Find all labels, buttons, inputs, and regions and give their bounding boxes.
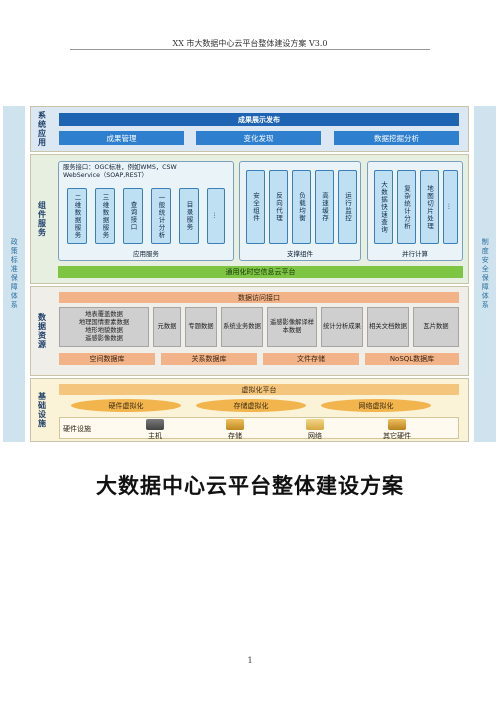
data-box: 遥感影像解译样本数据 xyxy=(267,307,317,347)
cloud-platform-bar: 通用化时空信息云平台 xyxy=(58,266,463,278)
hw-storage: 存储 xyxy=(226,419,244,441)
data-box: 瓦片数据 xyxy=(413,307,459,347)
virtualization-ellipse: 存储虚拟化 xyxy=(196,399,306,412)
hw-other: 其它硬件 xyxy=(383,419,411,441)
layer-label-infra: 基础设施 xyxy=(37,392,47,428)
hardware-label: 硬件设施 xyxy=(63,425,91,433)
data-access-bar: 数据访问接口 xyxy=(59,292,459,303)
app-service-box: 一般统计分析 xyxy=(151,188,171,244)
support-component-box: 负载均衡 xyxy=(292,170,311,244)
running-header: XX 市大数据中心云平台整体建设方案 V3.0 xyxy=(172,39,328,48)
storage-box: NoSQL数据库 xyxy=(365,353,459,365)
app-service-box: … xyxy=(207,188,225,244)
page-number: 1 xyxy=(247,656,253,665)
application-service-group: 服务接口：OGC标准，例如WMS，CSW WebService（SOAP,RES… xyxy=(58,161,234,261)
storage-box: 关系数据库 xyxy=(161,353,257,365)
support-component-box: 高速缓存 xyxy=(315,170,334,244)
right-side-panel: 制度安全保障体系 xyxy=(474,106,496,442)
app-service-box: 三维数据服务 xyxy=(95,188,115,244)
data-box: 系统业务数据 xyxy=(221,307,263,347)
parallel-computing-box: … xyxy=(443,170,458,244)
hardware-icon xyxy=(388,419,406,430)
parallel-computing-footer: 并行计算 xyxy=(402,250,428,258)
left-side-label: 政策标准保障体系 xyxy=(10,238,19,310)
layer-label-data: 数据资源 xyxy=(37,313,47,349)
app-service-footer: 应用服务 xyxy=(133,250,159,258)
right-side-label: 制度安全保障体系 xyxy=(481,238,490,310)
parallel-computing-box: 地图切片处理 xyxy=(420,170,439,244)
hw-network: 网络 xyxy=(306,419,324,441)
data-mining-box: 数据挖掘分析 xyxy=(334,131,459,145)
support-component-box: 安全组件 xyxy=(246,170,265,244)
data-box: 统计分析成果 xyxy=(321,307,363,347)
server-icon xyxy=(146,419,164,430)
app-service-box: 查询接口 xyxy=(123,188,143,244)
parallel-computing-group: 大数据快速查询 复杂统计分析 地图切片处理 … 并行计算 xyxy=(367,161,463,261)
infrastructure-layer: 基础设施 虚拟化平台 硬件虚拟化 存储虚拟化 网络虚拟化 硬件设施 主机 存储 … xyxy=(30,378,469,442)
storage-icon xyxy=(226,419,244,430)
storage-box: 文件存储 xyxy=(263,353,359,365)
data-box: 相关文档数据 xyxy=(367,307,409,347)
support-component-footer: 支撑组件 xyxy=(287,250,313,258)
layer-label-system: 系统应用 xyxy=(37,111,47,147)
layer-label-component: 组件服务 xyxy=(37,201,47,237)
change-detection-box: 变化发现 xyxy=(196,131,321,145)
hw-host: 主机 xyxy=(146,419,164,441)
virtualization-ellipse: 网络虚拟化 xyxy=(321,399,431,412)
data-box: 元数据 xyxy=(153,307,181,347)
achievement-management-box: 成果管理 xyxy=(59,131,184,145)
data-box: 专题数据 xyxy=(185,307,217,347)
document-title: 大数据中心云平台整体建设方案 xyxy=(96,474,404,498)
data-resource-layer: 数据资源 数据访问接口 地表覆盖数据 地理国情要素数据 地形地貌数据 遥感影像数… xyxy=(30,286,469,376)
component-service-layer: 组件服务 服务接口：OGC标准，例如WMS，CSW WebService（SOA… xyxy=(30,154,469,284)
virtualization-bar: 虚拟化平台 xyxy=(59,384,459,395)
header-rule xyxy=(70,49,430,50)
service-interface-line1: 服务接口：OGC标准，例如WMS，CSW xyxy=(63,164,177,171)
app-service-box: 目录服务 xyxy=(179,188,199,244)
architecture-diagram: 政策标准保障体系 制度安全保障体系 系统应用 成果展示发布 成果管理 变化发现 … xyxy=(3,106,496,442)
app-service-box: 二维数据服务 xyxy=(67,188,87,244)
parallel-computing-box: 大数据快速查询 xyxy=(374,170,393,244)
achievement-publish-banner: 成果展示发布 xyxy=(59,113,459,126)
parallel-computing-box: 复杂统计分析 xyxy=(397,170,416,244)
service-interface-line2: WebService（SOAP,REST） xyxy=(63,172,148,180)
support-component-box: 运行监控 xyxy=(338,170,357,244)
storage-box: 空间数据库 xyxy=(59,353,155,365)
virtualization-ellipse: 硬件虚拟化 xyxy=(71,399,181,412)
support-component-group: 安全组件 反向代理 负载均衡 高速缓存 运行监控 支撑组件 xyxy=(239,161,361,261)
surface-data-group: 地表覆盖数据 地理国情要素数据 地形地貌数据 遥感影像数据 xyxy=(59,307,149,347)
network-icon xyxy=(306,419,324,430)
support-component-box: 反向代理 xyxy=(269,170,288,244)
left-side-panel: 政策标准保障体系 xyxy=(3,106,25,442)
system-application-layer: 系统应用 成果展示发布 成果管理 变化发现 数据挖掘分析 xyxy=(30,106,469,152)
